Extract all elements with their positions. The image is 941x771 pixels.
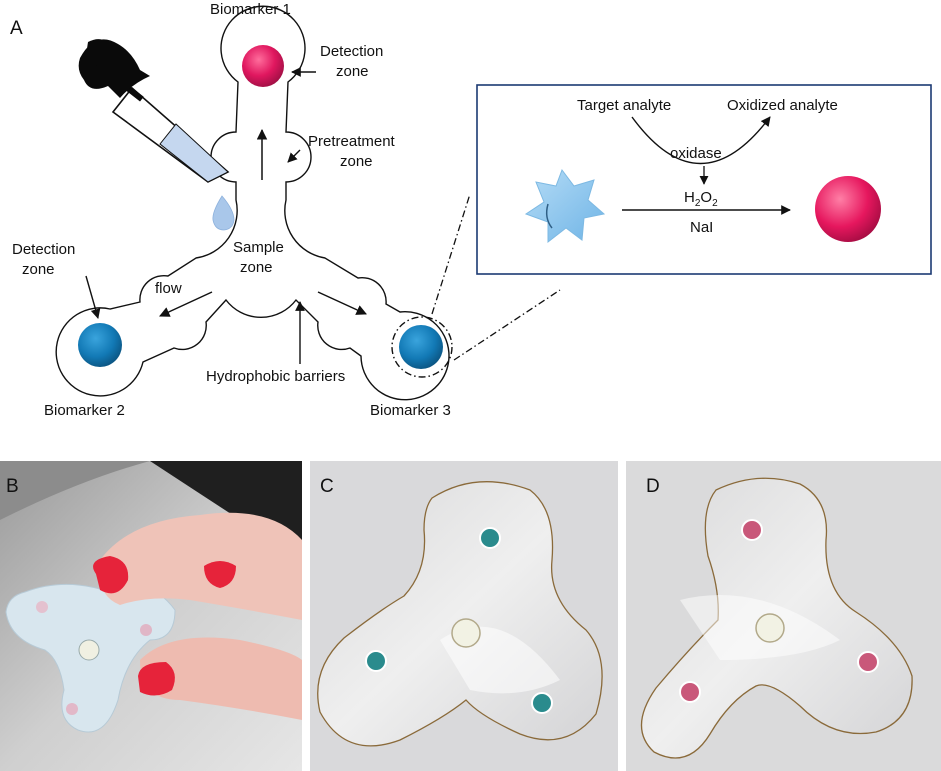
star-nanoparticle-icon xyxy=(524,168,606,244)
label-biomarker-1: Biomarker 1 xyxy=(210,1,291,18)
label-h2o2: H2O2 xyxy=(684,189,718,209)
label-pretreatment-1: Pretreatment xyxy=(308,133,396,150)
label-flow: flow xyxy=(155,280,182,297)
h2o2-sub-2: 2 xyxy=(712,198,718,209)
zoom-connector-top xyxy=(431,193,471,315)
label-detection-zone-top-2: zone xyxy=(336,63,369,80)
label-target-analyte: Target analyte xyxy=(577,97,671,114)
label-sample-zone-1: Sample xyxy=(233,239,284,256)
h2o2-h: H xyxy=(684,189,695,206)
label-oxidized-analyte: Oxidized analyte xyxy=(727,97,838,114)
dropper-icon xyxy=(78,39,230,183)
panel-c-photo xyxy=(310,461,618,771)
label-nai: NaI xyxy=(690,219,713,236)
droplet-icon xyxy=(212,195,235,231)
h2o2-o: O xyxy=(700,189,712,206)
label-sample-zone-2: zone xyxy=(240,259,273,276)
paper-device-outline xyxy=(55,5,450,401)
label-detection-zone-left-1: Detection xyxy=(12,241,75,258)
panel-c-letter: C xyxy=(320,476,334,497)
pink-sphere-icon xyxy=(815,176,881,242)
label-detection-zone-top-1: Detection xyxy=(320,43,383,60)
oxidase-curve-arrow xyxy=(631,116,771,164)
panel-b-letter: B xyxy=(6,476,19,497)
pretreatment-pointer xyxy=(287,149,301,163)
label-oxidase: oxidase xyxy=(670,145,722,162)
label-biomarker-3: Biomarker 3 xyxy=(370,402,451,419)
h2o2-sub-1: 2 xyxy=(695,198,701,209)
detection-spot-biomarker-2 xyxy=(78,323,122,367)
label-detection-zone-left-2: zone xyxy=(22,261,55,278)
label-biomarker-2: Biomarker 2 xyxy=(44,402,125,419)
label-hydrophobic-barriers: Hydrophobic barriers xyxy=(206,368,345,385)
panel-a-letter: A xyxy=(10,18,23,39)
flow-arrow-left xyxy=(159,291,213,317)
label-pretreatment-2: zone xyxy=(340,153,373,170)
star-shadow-line xyxy=(545,203,553,229)
zoom-connector-bottom xyxy=(453,289,561,361)
panel-d-letter: D xyxy=(646,476,660,497)
panel-d-photo xyxy=(626,461,941,771)
detection-left-pointer xyxy=(85,275,101,319)
detection-spot-biomarker-1 xyxy=(242,45,284,87)
panel-b-photo xyxy=(0,461,302,771)
detection-spot-biomarker-3 xyxy=(399,325,443,369)
flow-arrow-right xyxy=(317,291,367,315)
zoom-circle xyxy=(391,316,453,378)
